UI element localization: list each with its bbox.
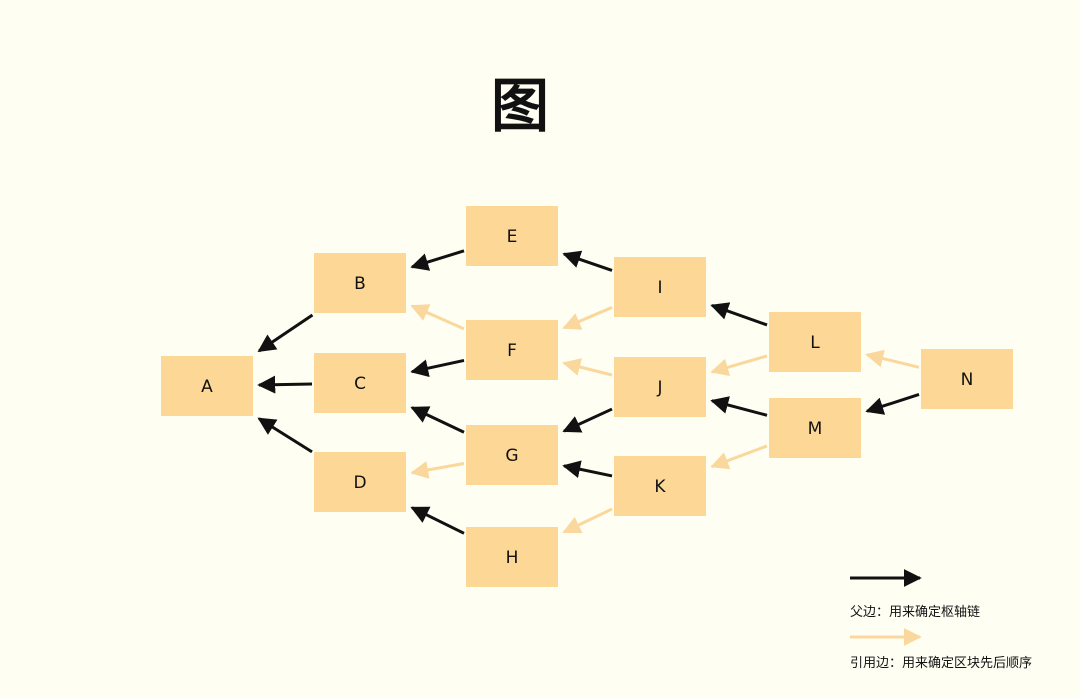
node-i: I [614, 257, 706, 317]
node-label: I [657, 278, 662, 298]
node-box [466, 527, 558, 587]
legend-parent-edge-label: 父边：用来确定枢轴链 [850, 605, 981, 620]
node-box [466, 320, 558, 380]
node-l: L [769, 312, 861, 372]
node-label: A [201, 377, 213, 397]
node-b: B [314, 253, 406, 313]
parent-edge-k-g [562, 460, 613, 479]
node-h: H [466, 527, 558, 587]
reference-edge-l-j [710, 354, 768, 377]
node-label: G [505, 446, 518, 466]
node-m: M [769, 398, 861, 458]
legend-reference-edge-label: 引用边：用来确定区块先后顺序 [850, 656, 1033, 671]
node-label: D [353, 473, 366, 493]
node-f: F [466, 320, 558, 380]
node-e: E [466, 206, 558, 266]
node-box [614, 257, 706, 317]
parent-edge-f-c [410, 358, 465, 378]
parent-edge-c-a [257, 375, 313, 394]
node-label: K [654, 477, 666, 497]
node-box [921, 349, 1013, 409]
node-c: C [314, 353, 406, 413]
parent-edge-l-i [710, 302, 768, 327]
parent-edge-b-a [257, 313, 314, 353]
reference-edge-j-f [562, 358, 613, 377]
node-j: J [614, 357, 706, 417]
node-d: D [314, 452, 406, 512]
node-box [466, 425, 558, 485]
reference-edge-f-b [410, 304, 465, 331]
node-box [161, 356, 253, 416]
node-box [314, 452, 406, 512]
parent-edge-n-m [865, 393, 920, 415]
node-label: F [507, 341, 517, 361]
parent-edge-j-g [562, 407, 613, 433]
node-box [614, 357, 706, 417]
edges-layer [257, 249, 920, 535]
legend [850, 569, 922, 646]
node-box [314, 253, 406, 313]
node-n: N [921, 349, 1013, 409]
reference-edge-g-d [410, 461, 465, 479]
node-g: G [466, 425, 558, 485]
node-label: E [507, 227, 518, 247]
node-label: N [961, 370, 974, 390]
nodes-layer: A B C D E F G H I J K L M N [161, 206, 1013, 587]
node-a: A [161, 356, 253, 416]
node-box [466, 206, 558, 266]
reference-edge-n-l [865, 349, 920, 369]
reference-edge-i-f [562, 306, 613, 330]
diagram-title: 图 [490, 72, 549, 140]
parent-edge-m-j [710, 396, 768, 417]
reference-edge-m-k [710, 444, 768, 470]
node-label: H [506, 548, 519, 568]
node-box [769, 312, 861, 372]
node-label: L [810, 333, 820, 353]
node-box [614, 456, 706, 516]
node-label: C [354, 374, 366, 394]
parent-edge-d-a [257, 417, 313, 454]
parent-edge-h-d [410, 506, 465, 535]
node-box [769, 398, 861, 458]
node-label: M [808, 419, 823, 439]
parent-edge-e-b [410, 249, 465, 271]
parent-edge-i-e [562, 250, 613, 272]
node-box [314, 353, 406, 413]
parent-edge-g-c [410, 406, 465, 434]
node-label: B [354, 274, 366, 294]
reference-edge-k-h [562, 507, 613, 534]
node-label: J [656, 378, 662, 398]
node-k: K [614, 456, 706, 516]
